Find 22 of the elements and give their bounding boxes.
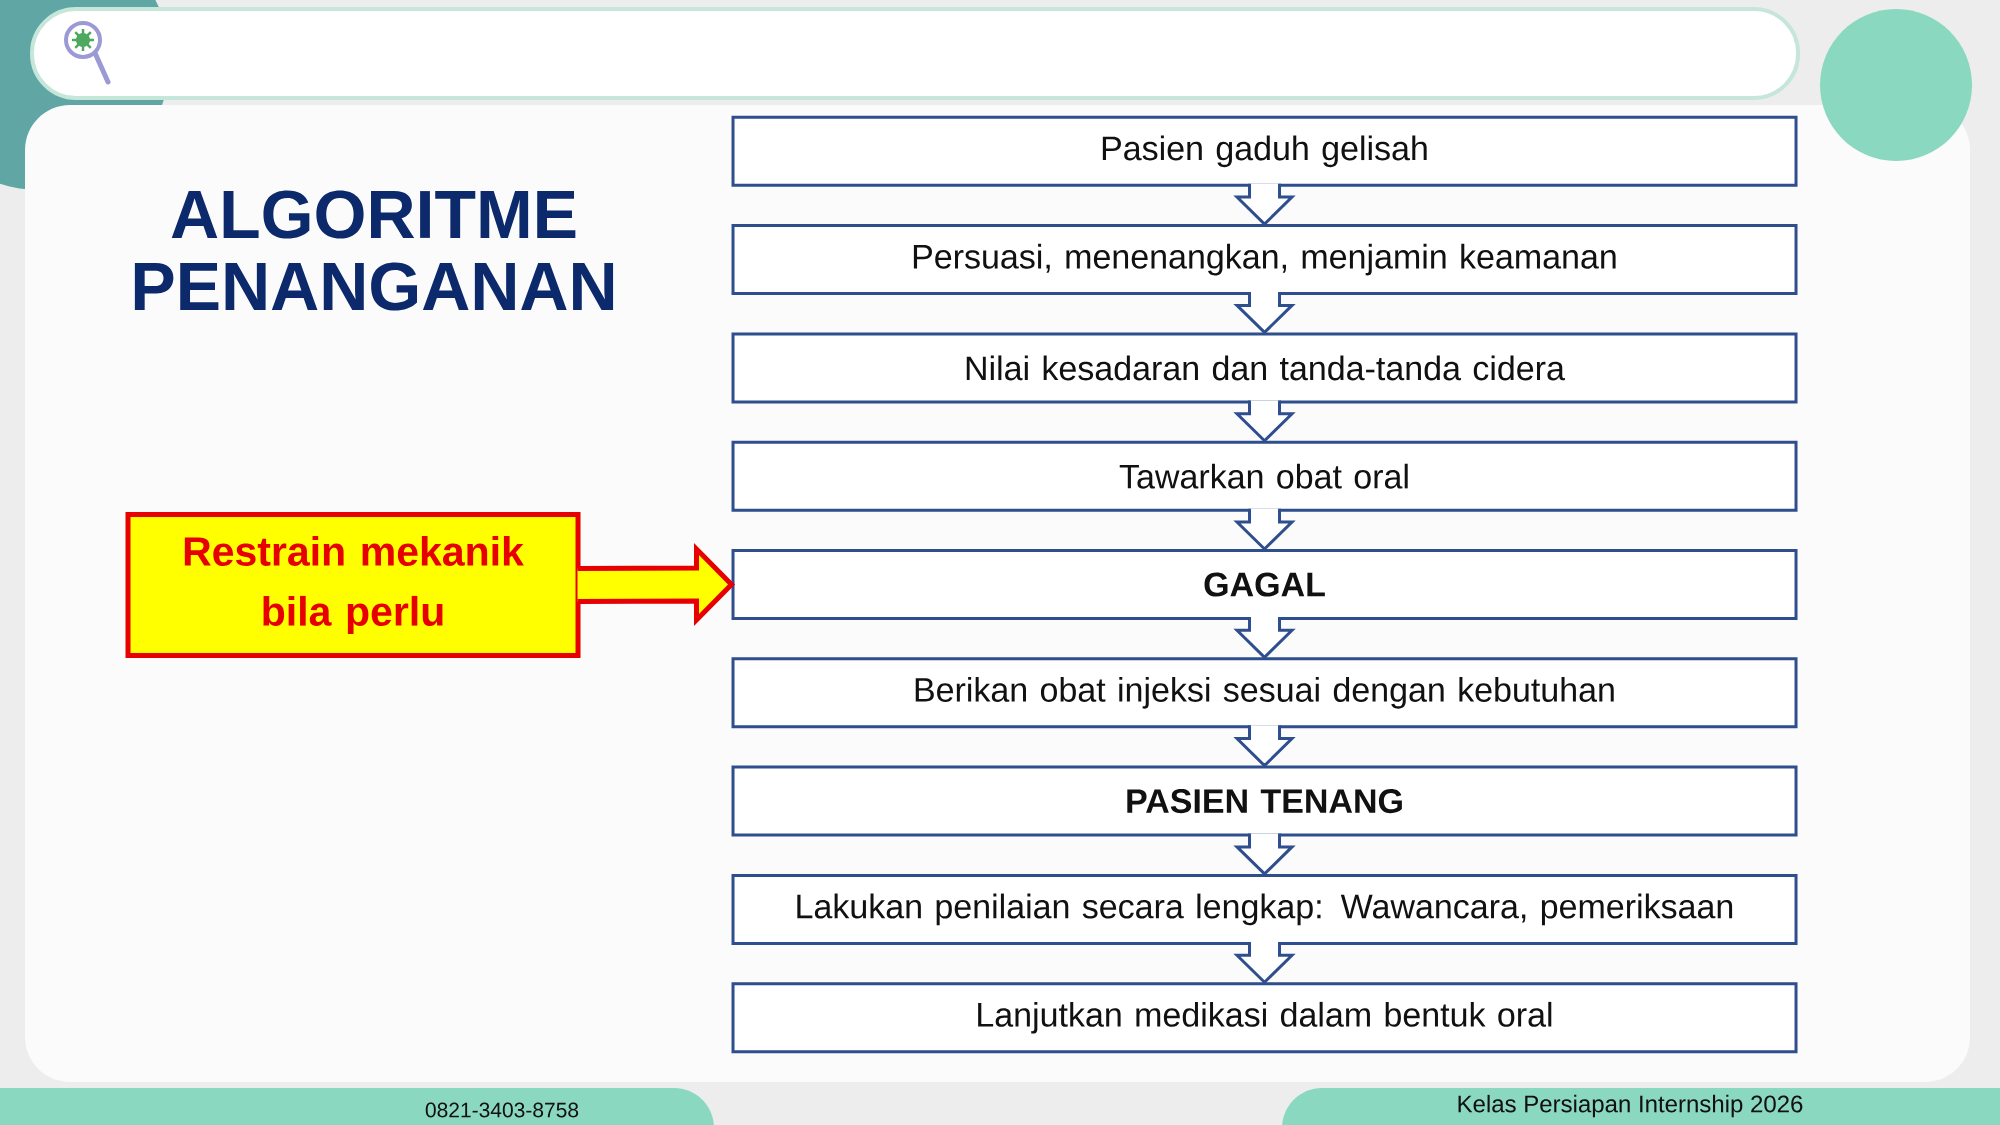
arrow [1233, 290, 1296, 335]
arrow [1233, 723, 1296, 768]
process-box: Berikan obat injeksi sesuai dengan kebutuhan [731, 657, 1798, 729]
title: ALGORITME PENANGANAN [134, 190, 614, 311]
arrow [1233, 398, 1296, 443]
process-box: Persuasi, menenangkan, menjamin keamanan [731, 224, 1798, 296]
process-box: PASIEN TENANG [731, 765, 1798, 837]
arrow [1233, 507, 1296, 552]
arrow [1233, 832, 1296, 876]
footer-text: Kelas Persiapan Internship 2026 [1458, 1094, 1803, 1118]
arrow [575, 542, 736, 627]
process-box: GAGAL [731, 549, 1798, 620]
arrow [1233, 182, 1296, 227]
callout-box: Restrain mekanik bila perlu [125, 512, 581, 658]
process-box: Pasien gaduh gelisah [731, 115, 1798, 187]
process-box: Lanjutkan medikasi dalam bentuk oral [731, 982, 1798, 1054]
arrow [1233, 940, 1296, 985]
process-box: Tawarkan obat oral [731, 440, 1798, 512]
process-box: Nilai kesadaran dan tanda-tanda cidera [731, 332, 1798, 404]
process-box: Lakukan penilaian secara lengkap: Wawancara, pemeriksaan [731, 873, 1798, 945]
phone-number: 0821-3403-8758 [425, 1102, 579, 1118]
arrow [1233, 615, 1296, 660]
